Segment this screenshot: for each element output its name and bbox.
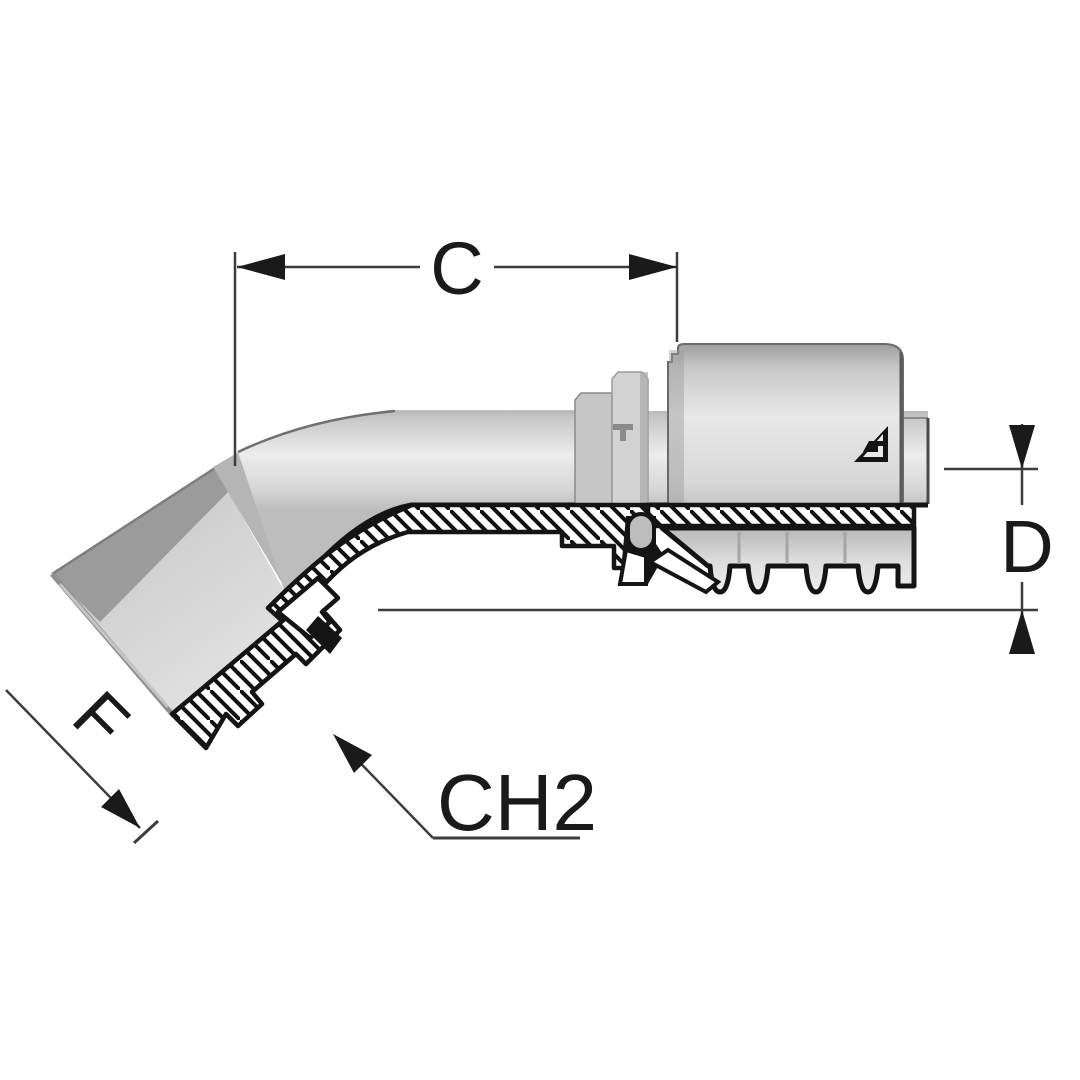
- ch2-label: CH2: [437, 758, 597, 847]
- weep-hole-mark-stem: [620, 430, 626, 441]
- section-cut: [169, 502, 917, 751]
- d-arrow-bottom: [1009, 610, 1035, 654]
- nut-dark-facet: [52, 468, 232, 622]
- ch2-arrow: [333, 734, 372, 773]
- callout-ch2: [333, 734, 580, 840]
- weep-hole-mark: [613, 424, 633, 430]
- collar-step-shade: [640, 372, 648, 505]
- hex-chamfer-corner: [306, 616, 342, 654]
- swivel-nut: [50, 466, 329, 716]
- f-tick: [132, 819, 160, 845]
- f-arrow: [101, 789, 140, 828]
- cap-left-shade: [669, 350, 684, 504]
- dim-d-label: D: [1000, 505, 1053, 588]
- crimp-collar-steps: [574, 371, 649, 506]
- crimp-cap: [667, 343, 904, 506]
- dimension-f: [5, 689, 160, 845]
- c-arrow-left: [237, 254, 285, 280]
- bite-step: [617, 547, 648, 586]
- cap-body: [667, 343, 904, 506]
- collar-step-1: [574, 392, 613, 506]
- d-arrow-top: [1009, 425, 1035, 469]
- bite-knob: [626, 512, 656, 552]
- hose-gap-sliver: [646, 547, 722, 595]
- nut-top-edge: [51, 466, 216, 576]
- dimension-c: [233, 252, 679, 466]
- manufacturer-logo-icon: [854, 426, 888, 462]
- nut-body: [52, 468, 295, 714]
- nut-end-face-highlight: [58, 583, 170, 708]
- dimension-d: [378, 424, 1038, 654]
- dim-c-label: C: [430, 227, 483, 310]
- c-arrow-right: [629, 254, 677, 280]
- shell-wall-section-right: [645, 502, 917, 529]
- bend-top-edge: [237, 409, 396, 454]
